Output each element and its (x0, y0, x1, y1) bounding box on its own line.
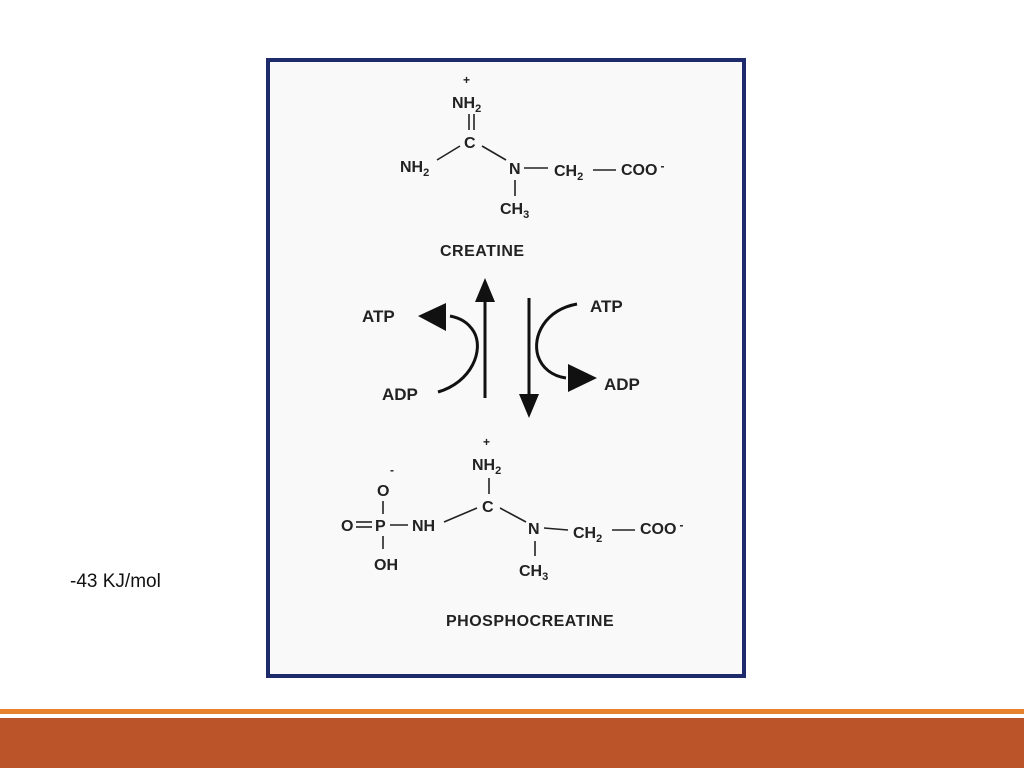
pcr-ch3: CH3 (519, 563, 548, 583)
right-curve-arrow (535, 302, 578, 380)
pcr-oh: OH (374, 557, 398, 574)
left-adp-label: ADP (382, 385, 418, 404)
creatine-bond-c-nh2 (436, 145, 461, 161)
pcr-bond-c-n (499, 507, 527, 523)
right-atp-label: ATP (590, 297, 623, 316)
right-adp-label: ADP (604, 375, 640, 394)
pcr-bond-nh-c (443, 507, 478, 523)
reaction-arrows: ATP ADP ATP ADP (362, 278, 640, 418)
diagram-frame (266, 58, 746, 678)
pcr-carbon: C (482, 499, 494, 516)
pcr-nitrogen: N (528, 521, 540, 538)
creatine-nh2-top: NH2 (452, 95, 481, 115)
phosphocreatine-structure: + NH2 C - O O P NH OH N CH2 COO- CH3 PHO… (341, 435, 683, 630)
pcr-o-double: O (341, 518, 353, 535)
energy-value-label: -43 KJ/mol (70, 571, 161, 592)
footer-accent-line (0, 709, 1024, 714)
left-atp-label: ATP (362, 307, 395, 326)
pcr-nh2-top: NH2 (472, 457, 501, 477)
creatine-nh2-left: NH2 (400, 159, 429, 179)
up-arrow-head (475, 278, 495, 302)
creatine-nitrogen: N (509, 161, 521, 178)
pcr-nh: NH (412, 518, 435, 535)
creatine-bond-c-n (481, 145, 507, 161)
left-curve-arrow (437, 314, 479, 394)
left-curve-arrow-head (418, 303, 446, 331)
footer-bar (0, 718, 1024, 768)
creatine-carbon: C (464, 135, 476, 152)
pcr-o-charge: - (390, 463, 394, 477)
pcr-o-minus: O (377, 483, 389, 500)
down-arrow-head (519, 394, 539, 418)
pcr-plus: + (483, 435, 490, 449)
pcr-ch2: CH2 (573, 525, 602, 545)
pcr-coo: COO- (640, 518, 683, 538)
creatine-plus: + (463, 73, 470, 87)
creatine-title: CREATINE (440, 243, 525, 260)
pcr-bond-n-ch2 (543, 527, 569, 531)
phosphocreatine-title: PHOSPHOCREATINE (446, 613, 614, 630)
creatine-ch2: CH2 (554, 163, 583, 183)
creatine-ch3: CH3 (500, 201, 529, 221)
creatine-structure: + NH2 C NH2 N CH2 COO- CH3 CREATINE (400, 73, 664, 260)
pcr-phosphorus: P (375, 518, 386, 535)
right-curve-arrow-head (568, 364, 597, 392)
creatine-coo: COO- (621, 159, 664, 179)
